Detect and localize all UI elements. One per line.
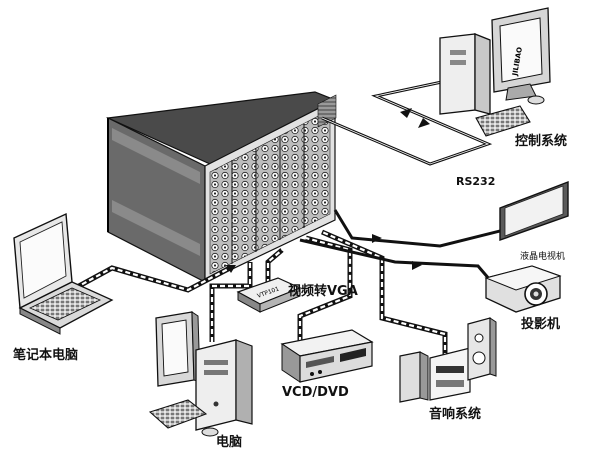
label-projector: 投影机: [521, 317, 561, 332]
lcd-tv: [499, 180, 569, 241]
laptop-cable: [66, 265, 236, 295]
label-lcd-tv: 液晶电视机: [520, 252, 566, 262]
label-laptop: 笔记本电脑: [13, 348, 79, 363]
label-pc: 电脑: [216, 435, 243, 450]
laptop: [13, 212, 114, 335]
control-computer: JILIBAO: [439, 7, 551, 137]
label-rs232: RS232: [456, 175, 496, 188]
pc-cable: [209, 262, 253, 342]
label-audio-system: 音响系统: [429, 407, 482, 422]
projector-cable: [299, 238, 492, 281]
vcd-dvd-player: [280, 329, 374, 383]
desktop-pc: [148, 311, 253, 437]
projector: [484, 265, 562, 313]
rs232-cable: [321, 74, 493, 166]
label-video-to-vga: 视频转VGA: [288, 284, 358, 299]
matrix-switcher-chassis: [105, 91, 337, 283]
vga-converter: VTP101: [236, 277, 302, 313]
label-vcd-dvd: VCD/DVD: [282, 385, 349, 400]
converter-cable: [265, 248, 284, 284]
dvd-cable: [297, 235, 353, 342]
lcd-tv-cable: [333, 209, 521, 248]
label-control-system: 控制系统: [515, 134, 568, 149]
audio-cable: [321, 229, 448, 358]
audio-system: [399, 317, 497, 403]
